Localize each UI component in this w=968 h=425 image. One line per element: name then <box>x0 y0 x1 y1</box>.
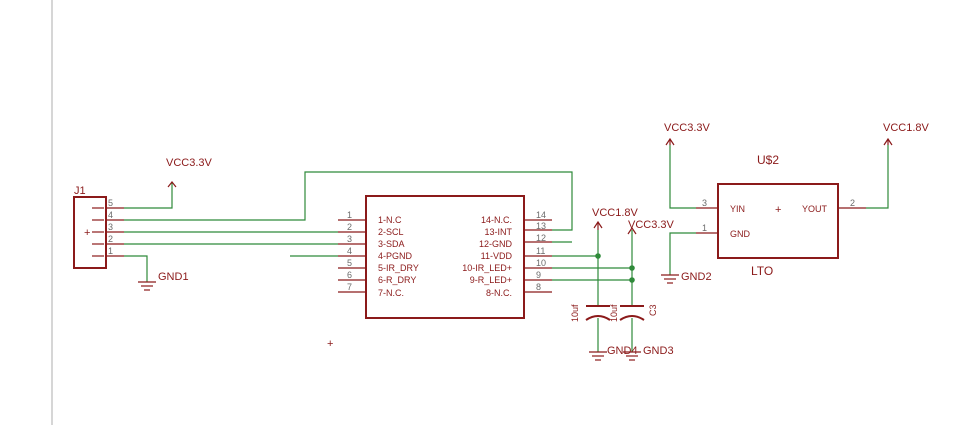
gnd2-symbol[interactable]: GND2 <box>661 271 712 284</box>
sensor-pin-label: 12-GND <box>479 239 513 249</box>
capacitor-c1[interactable]: 10uf <box>570 304 611 322</box>
regulator-leads <box>696 207 866 234</box>
sensor-pin-num: 6 <box>347 270 352 280</box>
connector-pin-3: 3 <box>108 222 113 232</box>
vcc-c3[interactable]: VCC3.3V <box>627 219 675 235</box>
sensor-pin-num: 9 <box>536 270 541 280</box>
regulator-value: LTO <box>751 264 773 278</box>
sensor-pin-label: 1-N.C <box>378 215 402 225</box>
junction-vdd <box>595 253 601 259</box>
connector-pin-leads <box>106 207 124 257</box>
vcc-j1[interactable]: VCC3.3V <box>166 157 213 188</box>
sensor-pin-num: 2 <box>347 222 352 232</box>
sensor-pin-num: 12 <box>536 233 546 243</box>
connector-pin-5: 5 <box>108 198 113 208</box>
sensor-pin-num: 13 <box>536 221 546 231</box>
capacitor-c3[interactable]: 10uf C3 <box>609 304 658 322</box>
sensor-body <box>365 195 525 319</box>
capacitor-value: 10uf <box>570 304 580 322</box>
regulator-body <box>717 183 839 259</box>
vcc-reg-in[interactable]: VCC3.3V <box>664 122 711 146</box>
vcc-label: VCC1.8V <box>592 207 639 219</box>
sensor-pin-num: 14 <box>536 210 546 220</box>
vcc-c1[interactable]: VCC1.8V <box>592 207 639 230</box>
sensor-pin-num: 8 <box>536 282 541 292</box>
sensor-pin-label: 2-SCL <box>378 227 404 237</box>
vcc-label: VCC3.3V <box>166 157 213 169</box>
connector-origin-mark: + <box>84 227 90 239</box>
sensor-pin-label: 11-VDD <box>481 251 513 261</box>
sensor-pin-label: 4-PGND <box>378 251 413 261</box>
sensor-pin-label: 7-N.C. <box>378 288 404 298</box>
regulator-yin-label: YIN <box>730 204 745 214</box>
vcc-label: VCC3.3V <box>664 122 711 134</box>
sensor-left-leads <box>338 219 366 293</box>
connector-pin-1: 1 <box>108 246 113 256</box>
regulator-name: U$2 <box>757 153 779 167</box>
regulator-pin-yout: 2 <box>850 198 855 208</box>
regulator-gnd-label: GND <box>730 229 751 239</box>
gnd4-symbol[interactable]: GND4 <box>589 345 638 361</box>
sensor-ic[interactable]: 1 2 3 4 5 6 7 1-N.C 2-SCL 3-SDA 4-PGND 5… <box>338 195 552 319</box>
sensor-pin-label: 3-SDA <box>378 239 405 249</box>
sensor-right-leads <box>524 219 552 293</box>
capacitor-name: C3 <box>648 304 658 316</box>
connector-j1[interactable]: J1 + 5 4 3 2 1 <box>73 185 124 269</box>
connector-pin-stubs <box>92 207 104 257</box>
regulator-pin-gnd: 1 <box>702 223 707 233</box>
gnd-label: GND2 <box>681 271 712 283</box>
gnd-label: GND4 <box>607 345 638 357</box>
connector-name: J1 <box>74 185 86 197</box>
gnd-label: GND1 <box>158 271 189 283</box>
sensor-pin-label: 14-N.C. <box>481 215 512 225</box>
sensor-pin-num: 10 <box>536 258 546 268</box>
vcc-label: VCC1.8V <box>883 122 930 134</box>
gnd3-symbol[interactable]: GND3 <box>623 345 674 361</box>
sensor-pin-label: 13-INT <box>484 227 512 237</box>
regulator-pin-yin: 3 <box>702 198 707 208</box>
vcc-label: VCC3.3V <box>628 219 675 231</box>
regulator-yout-label: YOUT <box>802 204 828 214</box>
origin-mark: + <box>327 338 333 350</box>
sensor-pin-num: 1 <box>347 210 352 220</box>
vcc-reg-out[interactable]: VCC1.8V <box>883 122 930 146</box>
sensor-pin-label: 8-N.C. <box>486 288 512 298</box>
sensor-pin-label: 6-R_DRY <box>378 275 416 285</box>
junction-ir-led <box>629 265 635 271</box>
sensor-pin-num: 11 <box>536 246 545 256</box>
gnd1-symbol[interactable]: GND1 <box>138 271 189 291</box>
sensor-pin-label: 5-IR_DRY <box>378 263 419 273</box>
sensor-pin-num: 3 <box>347 234 352 244</box>
junction-r-led <box>629 277 635 283</box>
capacitor-value: 10uf <box>609 304 619 322</box>
connector-pin-4: 4 <box>108 210 113 220</box>
sensor-pin-label: 9-R_LED+ <box>470 275 512 285</box>
sensor-pin-num: 7 <box>347 282 352 292</box>
regulator-origin-mark: + <box>775 204 781 216</box>
junctions <box>595 253 635 283</box>
connector-pin-2: 2 <box>108 234 113 244</box>
regulator-u2[interactable]: U$2 3 1 2 YIN GND YOUT + LTO <box>696 153 866 278</box>
gnd-label: GND3 <box>643 345 674 357</box>
sensor-pin-num: 5 <box>347 258 352 268</box>
sensor-pin-label: 10-IR_LED+ <box>462 263 512 273</box>
wires <box>124 145 889 352</box>
sensor-pin-num: 4 <box>347 246 352 256</box>
